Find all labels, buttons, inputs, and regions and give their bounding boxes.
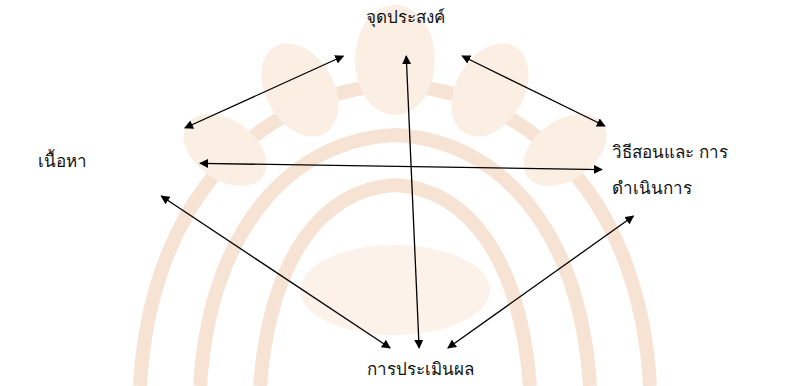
watermark-arcs xyxy=(140,85,650,386)
watermark-petal xyxy=(436,30,545,151)
text-node: การประเมินผล xyxy=(330,348,510,386)
text-node: เนื้อหา xyxy=(20,128,200,196)
double-arrow xyxy=(448,216,634,348)
watermark-petal xyxy=(510,99,620,201)
node-label: เนื้อหา xyxy=(38,144,87,180)
node-label: วิธีสอนและ การดำเนินการ xyxy=(612,135,774,206)
double-arrow xyxy=(406,56,419,348)
double-arrow xyxy=(200,163,602,169)
node-label: การประเมินผล xyxy=(367,352,474,386)
watermark-petal xyxy=(170,99,280,201)
double-arrow xyxy=(185,56,344,128)
double-arrow xyxy=(462,56,605,126)
watermark-petal xyxy=(246,30,355,151)
text-node: จุดประสงค์ xyxy=(335,0,475,56)
text-node: วิธีสอนและ การดำเนินการ xyxy=(602,126,791,216)
node-label: จุดประสงค์ xyxy=(366,0,445,36)
watermark-elephant xyxy=(300,245,490,335)
double-arrow xyxy=(161,196,390,348)
watermark-petals xyxy=(170,5,620,201)
watermark-arc xyxy=(140,85,650,386)
watermark-arc xyxy=(260,185,530,386)
